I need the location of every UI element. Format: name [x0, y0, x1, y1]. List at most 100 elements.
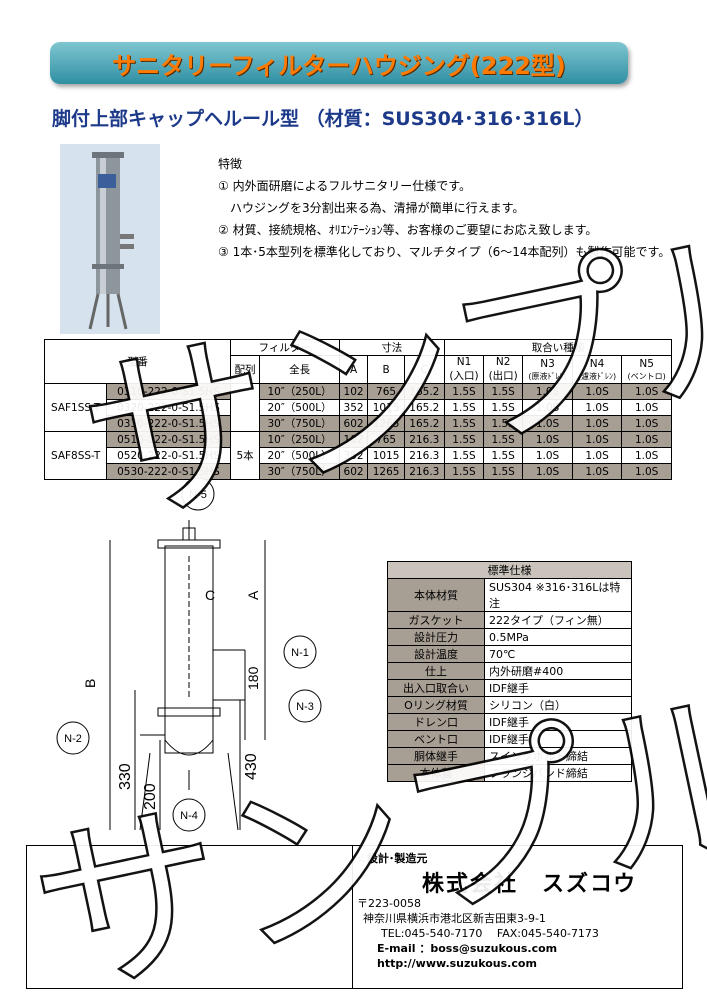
cell-n1: 1.5S: [443, 399, 485, 416]
arrangement-cell: [229, 383, 261, 432]
dim-430: 430: [243, 753, 260, 780]
col-b: B: [367, 355, 405, 384]
col-n4: N4(濾液ﾄﾞﾚﾝ): [571, 355, 623, 384]
spec-key: 設計温度: [387, 645, 485, 663]
cell-n5: 1.0S: [621, 415, 672, 432]
label-b: B: [82, 679, 98, 688]
cell-c: 165.2: [403, 415, 445, 432]
spec-key: ドレン口: [387, 713, 485, 731]
col-dims: 寸法: [338, 339, 445, 356]
cell-model: 0520-222-0-S1.5HS: [106, 447, 231, 464]
spec-key: ベント口: [387, 730, 485, 748]
cell-model: 0330-222-0-S1.5HS: [106, 415, 231, 432]
title-banner: サニタリーフィルターハウジング(222型): [50, 42, 628, 84]
cell-n4: 1.0S: [571, 415, 623, 432]
col-arrangement: 配列: [229, 355, 261, 384]
feature-line: ③ 1本･5本型列を標準化しており、マルチタイプ（6～14本配列）も製作可能です…: [218, 245, 671, 259]
arrangement-cell: 5本: [229, 431, 261, 480]
spec-table: 型番 フィルター 寸法 取合い種類 配列 全長 A B C N1(入口) N2(…: [43, 339, 673, 480]
spec-value: SUS304 ※316･316Lは特注: [484, 578, 632, 612]
cell-model: 0320-222-0-S1.5HS: [106, 399, 231, 416]
cell-n4: 1.0S: [571, 383, 623, 400]
cell-a: 602: [338, 463, 369, 480]
col-length: 全長: [259, 355, 340, 384]
spec-key: 出入口取合い: [387, 679, 485, 697]
company-address: 〒223-0058 神奈川県横浜市港北区新吉田東3-9-1 TEL:045-54…: [357, 896, 599, 971]
spec-row: Oリング材質シリコン（白）: [387, 696, 632, 714]
spec-key: 本体蓋: [387, 764, 485, 782]
cell-n3: 1.0S: [522, 415, 573, 432]
col-n1: N1(入口): [443, 355, 485, 384]
cell-a: 102: [338, 431, 369, 448]
cell-n2: 1.5S: [483, 463, 524, 480]
label-n5: N-5: [189, 489, 207, 501]
cell-length: 20″（500L）: [259, 399, 340, 416]
dim-330: 330: [117, 763, 134, 790]
cell-length: 20″（500L）: [259, 447, 340, 464]
spec-key: 胴体継手: [387, 747, 485, 765]
col-model: 型番: [44, 339, 231, 384]
cell-n5: 1.0S: [621, 383, 672, 400]
cell-n1: 1.5S: [443, 383, 485, 400]
spec-row: 仕上内外研磨#400: [387, 662, 632, 680]
address-line: 神奈川県横浜市港北区新吉田東3-9-1: [363, 912, 546, 925]
cell-n3: 1.0S: [522, 447, 573, 464]
feature-line: ② 材質、接続規格、ｵﾘｴﾝﾃｰｼｮﾝ等、お客様のご要望にお応え致します。: [218, 223, 598, 237]
website-link[interactable]: http://www.suzukous.com: [377, 957, 537, 970]
cell-c: 216.3: [403, 463, 445, 480]
cell-n1: 1.5S: [443, 431, 485, 448]
cell-length: 10″（250L）: [259, 431, 340, 448]
cell-n5: 1.0S: [621, 447, 672, 464]
spec-key: Oリング材質: [387, 696, 485, 714]
features-heading: 特徴: [218, 157, 243, 171]
col-n5: N5(ベントロ): [621, 355, 672, 384]
email: E-mail ：boss@suzukous.com: [377, 942, 558, 955]
cell-n2: 1.5S: [483, 415, 524, 432]
dim-180: 180: [245, 666, 261, 690]
cell-n4: 1.0S: [571, 447, 623, 464]
label-n3: N-3: [296, 701, 314, 713]
cell-a: 352: [338, 399, 369, 416]
cell-n1: 1.5S: [443, 415, 485, 432]
cell-n5: 1.0S: [621, 399, 672, 416]
cell-n3: 1.0S: [522, 431, 573, 448]
cell-c: 216.3: [403, 447, 445, 464]
cell-length: 30″（750L）: [259, 463, 340, 480]
spec-value: IDF継手: [484, 730, 632, 748]
page-subtitle: 脚付上部キャップヘルール型 （材質：SUS304･316･316L）: [52, 108, 594, 130]
cell-model: 0310-222-0-S1.5HS: [106, 383, 231, 400]
cell-b: 1015: [367, 447, 405, 464]
col-n3: N3(原液ﾄﾞﾚﾝ): [522, 355, 573, 384]
cell-a: 102: [338, 383, 369, 400]
cell-model: 0510-222-0-S1.5HS: [106, 431, 231, 448]
product-photo: [60, 144, 160, 334]
cell-n4: 1.0S: [571, 399, 623, 416]
cell-n2: 1.5S: [483, 447, 524, 464]
cell-n1: 1.5S: [443, 463, 485, 480]
series-cell: SAF8SS-T: [43, 431, 108, 480]
cell-n5: 1.0S: [621, 431, 672, 448]
cell-c: 216.3: [403, 431, 445, 448]
cell-n3: 1.0S: [522, 383, 573, 400]
cell-b: 1015: [367, 399, 405, 416]
features-section: 特徴 ① 内外面研磨によるフルサニタリー仕様です。 ハウジングを3分割出来る為、…: [218, 153, 698, 263]
cell-c: 165.2: [403, 399, 445, 416]
maker-label: ☆設計･製造元: [357, 852, 428, 865]
col-c: C: [403, 355, 445, 384]
cell-b: 765: [367, 383, 405, 400]
spec-key: 仕上: [387, 662, 485, 680]
cell-a: 602: [338, 415, 369, 432]
dimension-drawing: N-5 N-1 N-3 N-2 N-4 C A B 180 430 330 20…: [56, 478, 322, 832]
label-c: C: [205, 587, 215, 603]
cell-a: 352: [338, 447, 369, 464]
